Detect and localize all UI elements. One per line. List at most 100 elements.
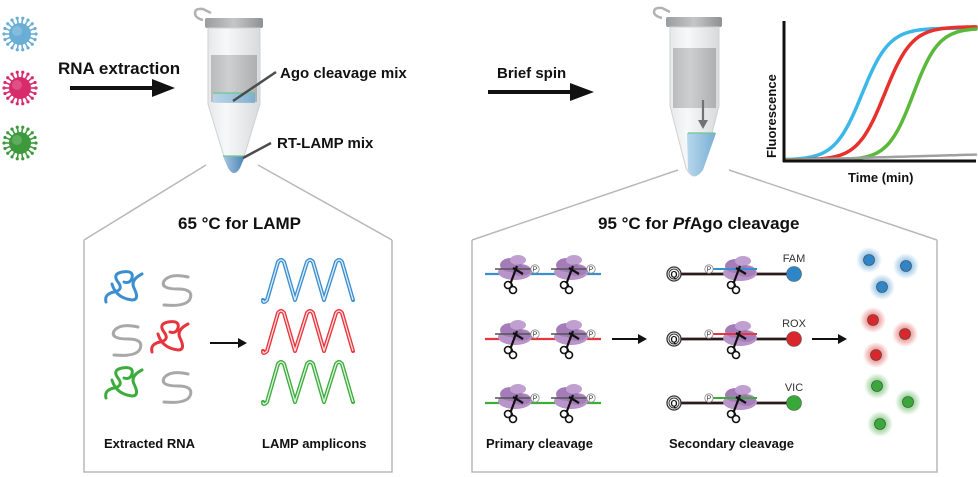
svg-text:Q: Q [670, 399, 677, 409]
rna-strand-green [104, 366, 144, 400]
fluorophore-label: FAM [783, 253, 806, 265]
secondary-cleavage-row-vic: Q VIC [666, 382, 803, 424]
virus-green-icon [2, 125, 38, 161]
quencher-icon: Q [666, 395, 682, 411]
pfago-protein-icon [554, 320, 588, 345]
y-axis-label: Fluorescence [764, 74, 779, 158]
fluorophore-label: ROX [782, 318, 807, 330]
tube-after-spin [652, 6, 722, 177]
lamp-amplicons-caption: LAMP amplicons [262, 436, 367, 451]
ago-cleavage-mix-label: Ago cleavage mix [280, 65, 407, 82]
pfago-protein-icon [554, 384, 588, 409]
x-axis-label: Time (min) [848, 170, 914, 185]
primary-cleavage-row-red [485, 320, 601, 360]
free-fluorophore-vic [864, 373, 890, 399]
free-fluorophore-fam [856, 247, 882, 273]
lamp-panel: 65 °C for LAMP Extracted RNA LAMP amplic… [83, 214, 393, 473]
free-fluorophore-fam [869, 274, 895, 300]
amplicon-red [261, 309, 355, 355]
rt-lamp-pointer [242, 141, 272, 160]
rna-strand-blue [104, 270, 144, 304]
virus-blue-icon [2, 16, 38, 52]
pfago-panel-border [471, 240, 938, 473]
free-fluorophore-vic [867, 411, 893, 437]
zoom-line-right-a [471, 169, 679, 241]
tube-cap [666, 17, 722, 27]
rt-lamp-mix-layer [223, 156, 245, 173]
zoom-line-left-b [257, 164, 393, 241]
spun-liquid [687, 133, 716, 176]
lamp-panel-border [83, 240, 393, 473]
brief-spin-arrow: Brief spin [488, 65, 594, 101]
brief-spin-label: Brief spin [497, 65, 566, 82]
pfago-panel: 95 °C for PfAgo cleavage Q FAM Q ROX Q VIC Pr… [471, 214, 938, 473]
tube-cap [205, 18, 263, 28]
primary-cleavage-row-blue [485, 255, 601, 295]
phosphate-icon [530, 393, 540, 403]
secondary-cleavage-group: Q FAM Q ROX Q VIC [666, 253, 807, 424]
rna-strand-gray [111, 324, 143, 357]
phosphate-icon [530, 329, 540, 339]
lamp-amplicons-group [261, 258, 355, 406]
arrow-head-icon [570, 83, 594, 101]
secondary-cleavage-caption: Secondary cleavage [669, 436, 794, 451]
secondary-cleavage-row-fam: Q FAM [666, 253, 806, 295]
phosphate-icon [530, 264, 540, 274]
arrow-head-icon [638, 334, 647, 344]
phosphate-icon [586, 329, 596, 339]
pfago-protein-icon [498, 255, 532, 280]
curve-negative [784, 153, 978, 162]
free-fluorophore-rox [892, 321, 918, 347]
phosphate-icon [586, 393, 596, 403]
phosphate-icon [704, 329, 714, 339]
curve-green-target [784, 27, 978, 162]
free-fluorophore-rox [860, 307, 886, 333]
curve-blue-target [784, 26, 978, 162]
primary-cleavage-caption: Primary cleavage [486, 436, 593, 451]
amplicon-blue [261, 258, 355, 304]
tube-cap-hinge [193, 7, 212, 22]
quencher-icon: Q [666, 266, 682, 282]
arrow-head-icon [838, 334, 847, 344]
rna-extraction-arrow: RNA extraction [58, 59, 180, 97]
rna-extraction-label: RNA extraction [58, 59, 180, 78]
zoom-line-right-b [728, 169, 938, 241]
fluorophore-fam [786, 266, 802, 282]
fluorophore-vic [786, 395, 802, 411]
rna-strand-gray [161, 371, 193, 404]
lamp-panel-title: 65 °C for LAMP [178, 214, 301, 233]
arrow-head-icon [152, 79, 175, 97]
ago-mix-pointer [232, 70, 277, 103]
fluorophore-label: VIC [785, 382, 803, 394]
phosphate-icon [586, 264, 596, 274]
svg-text:Q: Q [670, 335, 677, 345]
rt-lamp-mix-label: RT-LAMP mix [277, 135, 374, 152]
secondary-cleavage-row-rox: Q ROX [666, 318, 807, 360]
zoom-line-left-a [83, 164, 207, 241]
released-fluorophores-group [856, 247, 921, 437]
fluorophore-rox [786, 331, 802, 347]
amplicon-green [261, 360, 355, 406]
primary-cleavage-row-green [485, 384, 601, 424]
primary-cleavage-group [485, 255, 601, 424]
lamp-arrow-head-icon [238, 338, 247, 348]
phosphate-icon [704, 393, 714, 403]
combined-mix-layer [673, 48, 716, 108]
pfago-panel-title: 95 °C for PfAgo cleavage [598, 214, 799, 233]
free-fluorophore-fam [893, 253, 919, 279]
extracted-rna-caption: Extracted RNA [104, 436, 196, 451]
rna-strand-red [150, 320, 190, 354]
chart-curves [784, 25, 978, 162]
tube-with-two-mixes: Ago cleavage mix RT-LAMP mix [193, 7, 407, 173]
curve-red-target [784, 25, 978, 162]
rna-strand-gray [161, 274, 193, 307]
phosphate-icon [704, 264, 714, 274]
pfago-protein-icon [554, 255, 588, 280]
tube-cap-hinge [652, 6, 671, 20]
virus-pink-icon [2, 70, 38, 106]
extracted-rna-group [104, 270, 193, 404]
quencher-icon: Q [666, 331, 682, 347]
virus-icons [2, 16, 38, 161]
free-fluorophore-vic [895, 389, 921, 415]
